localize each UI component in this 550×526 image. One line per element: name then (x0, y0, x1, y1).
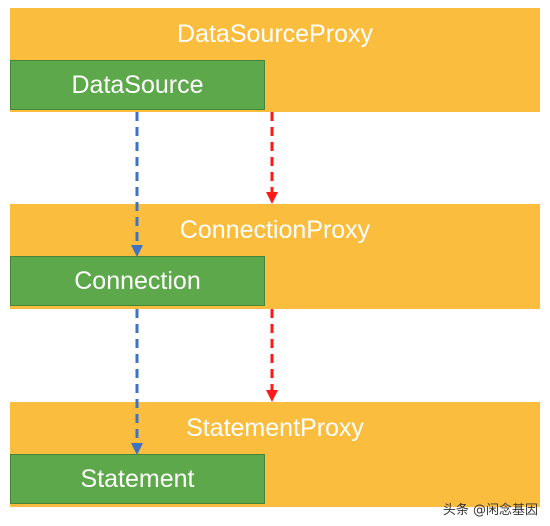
proxy-label-datasource: DataSourceProxy (177, 20, 373, 48)
proxy-label-statement: StatementProxy (186, 414, 364, 442)
proxy-label-connection: ConnectionProxy (179, 216, 371, 244)
inner-box-statement: Statement (10, 454, 265, 504)
inner-box-datasource: DataSource (10, 60, 265, 110)
red-arrow-connection-proxy-to-statement-proxy (266, 309, 278, 402)
watermark: 头条 @闲念基因 (442, 503, 538, 518)
inner-box-connection: Connection (10, 256, 265, 306)
blue-arrow-datasource-to-connection (131, 112, 143, 257)
proxy-box-datasource: DataSourceProxy DataSource (10, 8, 540, 112)
red-arrow-datasource-proxy-to-connection-proxy (266, 112, 278, 204)
blue-arrow-connection-to-statement (131, 309, 143, 455)
proxy-box-statement: StatementProxy Statement (10, 402, 540, 507)
proxy-box-connection: ConnectionProxy Connection (10, 204, 540, 309)
